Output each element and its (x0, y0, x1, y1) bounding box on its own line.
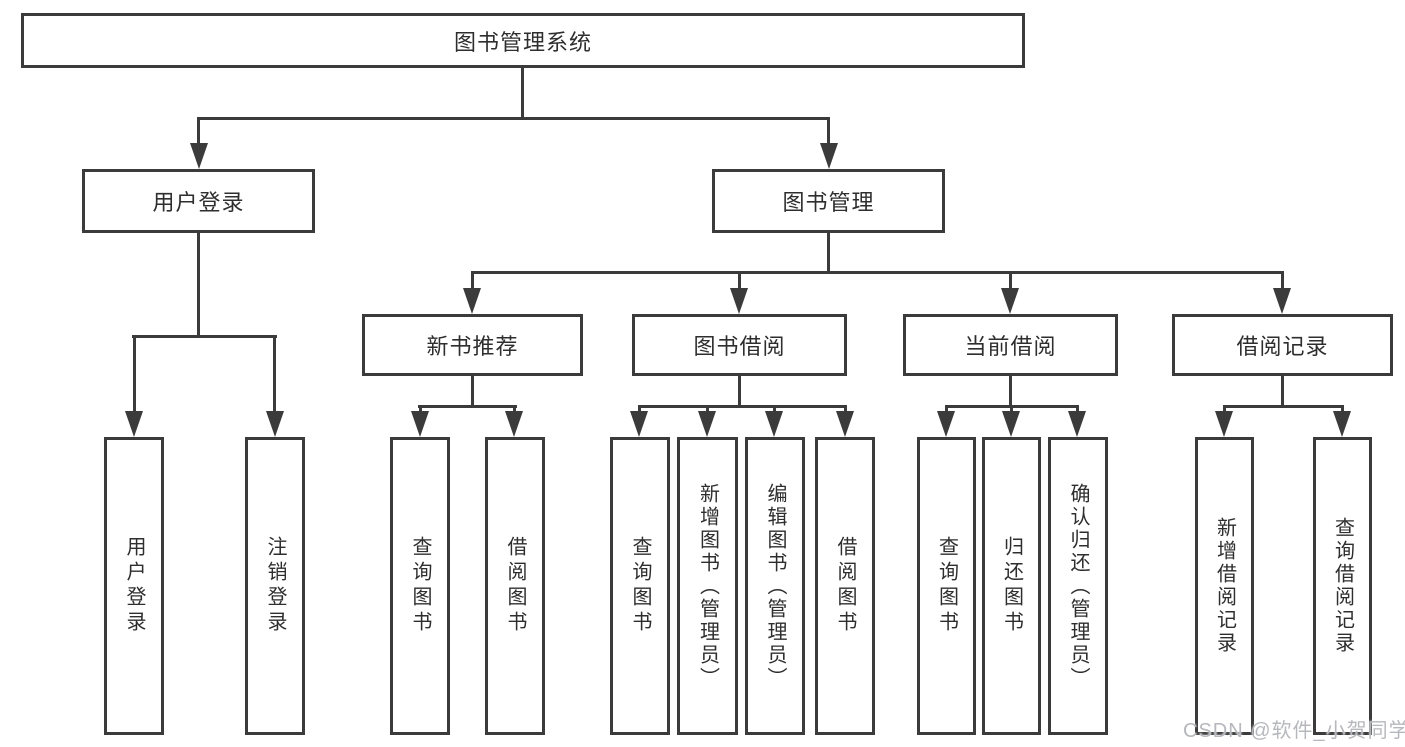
arrow-down-icon (1002, 411, 1020, 437)
connector-newrec-hline (418, 405, 517, 408)
node-book-management-label: 图书管理 (782, 190, 875, 215)
connector-stem (1009, 271, 1012, 291)
connector-userlogin-stem (197, 117, 200, 147)
arrow-down-icon (463, 288, 481, 314)
leaf-edit-books-admin: 编辑图书（管理员） (745, 437, 805, 735)
connector-stem (738, 271, 741, 291)
arrow-down-icon (1068, 411, 1086, 437)
connector-stem (1010, 405, 1013, 415)
leaf-user-login-label: 用户登录 (123, 536, 145, 636)
node-book-management: 图书管理 (712, 169, 945, 233)
leaf-return-books-label: 归还图书 (1000, 536, 1023, 636)
leaf-borrow-books: 借阅图书 (815, 437, 875, 735)
arrow-down-icon (1333, 411, 1351, 437)
connector-stem (773, 405, 776, 415)
connector-userlogin-hline (132, 335, 277, 338)
connector-stem (471, 271, 474, 291)
connector-root-hline (197, 117, 830, 120)
connector-stem (1076, 405, 1079, 415)
connector-newrec-stub (471, 376, 474, 408)
arrow-down-icon (266, 411, 284, 437)
leaf-query-borrow-record: 查询借阅记录 (1313, 437, 1372, 735)
connector-stem (133, 335, 136, 415)
node-root: 图书管理系统 (21, 13, 1025, 68)
arrow-down-icon (1001, 288, 1019, 314)
connector-stem (1341, 405, 1344, 415)
node-new-book-recommend: 新书推荐 (362, 314, 583, 376)
node-root-label: 图书管理系统 (453, 29, 592, 55)
node-book-borrow-label: 图书借阅 (693, 334, 786, 359)
connector-stem (638, 405, 641, 415)
arrow-down-icon (937, 411, 955, 437)
node-user-login: 用户登录 (82, 169, 315, 233)
connector-stem (706, 405, 709, 415)
leaf-query-books-recommend: 查询图书 (390, 437, 450, 735)
leaf-query-books-borrow-label: 查询图书 (629, 536, 651, 636)
leaf-return-books: 归还图书 (982, 437, 1041, 735)
leaf-query-books-current-label: 查询图书 (935, 536, 958, 636)
arrow-down-icon (820, 143, 838, 169)
leaf-query-books-recommend-label: 查询图书 (409, 536, 431, 636)
leaf-add-books-admin: 新增图书（管理员） (677, 437, 738, 735)
connector-stem (419, 405, 422, 415)
node-borrow-records-label: 借阅记录 (1236, 334, 1329, 359)
leaf-edit-books-admin-label: 编辑图书（管理员） (764, 482, 786, 690)
node-book-borrow: 图书借阅 (632, 314, 847, 376)
leaf-borrow-books-label: 借阅图书 (834, 536, 856, 636)
leaf-confirm-return-admin: 确认归还（管理员） (1048, 437, 1108, 735)
leaf-query-books-current: 查询图书 (917, 437, 976, 735)
arrow-down-icon (836, 411, 854, 437)
node-borrow-records: 借阅记录 (1172, 314, 1393, 376)
connector-bookmgmt-stub (827, 233, 830, 273)
connector-records-stub (1281, 376, 1284, 408)
leaf-add-borrow-record-label: 新增借阅记录 (1213, 517, 1236, 655)
arrow-down-icon (630, 411, 648, 437)
arrow-down-icon (505, 411, 523, 437)
connector-bookmgmt-stem (827, 117, 830, 147)
connector-userlogin-stub (197, 233, 200, 338)
connector-bookmgmt-hline (471, 271, 1283, 274)
connector-stem (513, 405, 516, 415)
arrow-down-icon (1215, 411, 1233, 437)
leaf-add-borrow-record: 新增借阅记录 (1195, 437, 1254, 735)
leaf-user-login: 用户登录 (104, 437, 164, 735)
connector-stem (273, 335, 276, 415)
leaf-confirm-return-admin-label: 确认归还（管理员） (1067, 482, 1089, 690)
arrow-down-icon (698, 411, 716, 437)
leaf-query-borrow-record-label: 查询借阅记录 (1331, 517, 1354, 655)
node-current-borrow-label: 当前借阅 (964, 334, 1057, 359)
connector-stem (1223, 405, 1226, 415)
arrow-down-icon (411, 411, 429, 437)
arrow-down-icon (730, 288, 748, 314)
leaf-borrow-books-recommend: 借阅图书 (485, 437, 545, 735)
arrow-down-icon (190, 143, 208, 169)
connector-root-stub (521, 68, 524, 120)
connector-stem (844, 405, 847, 415)
arrow-down-icon (125, 411, 143, 437)
connector-stem (1281, 271, 1284, 291)
csdn-watermark: CSDN @软件_小贺同学 (1183, 720, 1405, 742)
leaf-logout-label: 注销登录 (264, 536, 286, 636)
arrow-down-icon (1273, 288, 1291, 314)
connector-stem (945, 405, 948, 415)
connector-current-stub (1009, 376, 1012, 408)
leaf-borrow-books-recommend-label: 借阅图书 (504, 536, 526, 636)
leaf-logout: 注销登录 (245, 437, 305, 735)
connector-records-hline (1223, 405, 1343, 408)
connector-borrow-stub (738, 376, 741, 408)
leaf-add-books-admin-label: 新增图书（管理员） (696, 482, 719, 690)
node-new-book-recommend-label: 新书推荐 (426, 334, 519, 359)
node-current-borrow: 当前借阅 (903, 314, 1118, 376)
connector-borrow-hline (638, 405, 847, 408)
node-user-login-label: 用户登录 (152, 190, 245, 215)
leaf-query-books-borrow: 查询图书 (610, 437, 670, 735)
arrow-down-icon (765, 411, 783, 437)
